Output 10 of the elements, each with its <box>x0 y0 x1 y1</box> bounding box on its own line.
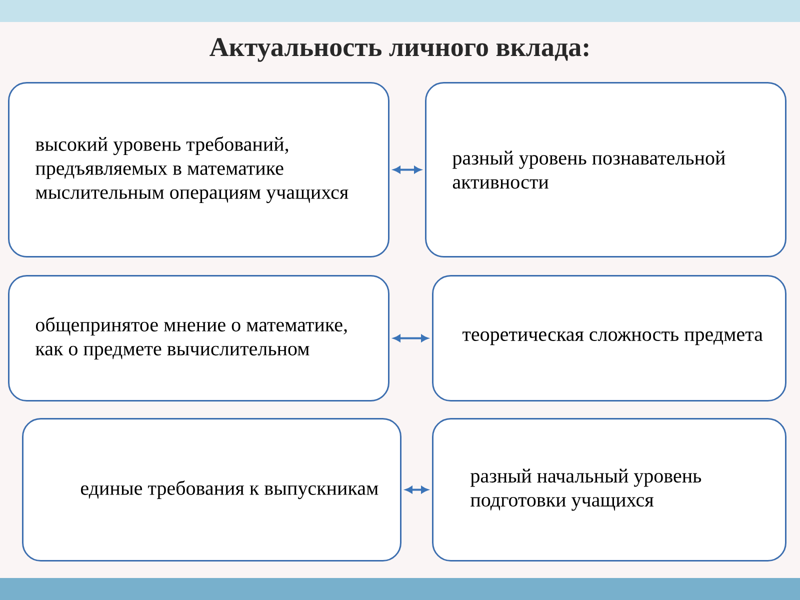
text-box: единые требования к выпускникам <box>22 418 402 562</box>
text-box: общепринятое мнение о математике, как о предмете вычислительном <box>8 275 390 402</box>
double-arrow <box>393 334 428 342</box>
text-box: теоретическая сложность предмета <box>432 275 786 402</box>
title: Актуальность личного вклада: <box>210 38 588 62</box>
text-box: высокий уровень требований, предъявляемых в математике мыслительным операциям учащихся <box>8 82 390 258</box>
double-arrow <box>393 166 422 174</box>
text-box: разный уровень познавательной активности <box>425 82 786 258</box>
double-arrow <box>405 486 428 494</box>
text-box: разный начальный уровень подготовки учащихся <box>432 418 786 562</box>
